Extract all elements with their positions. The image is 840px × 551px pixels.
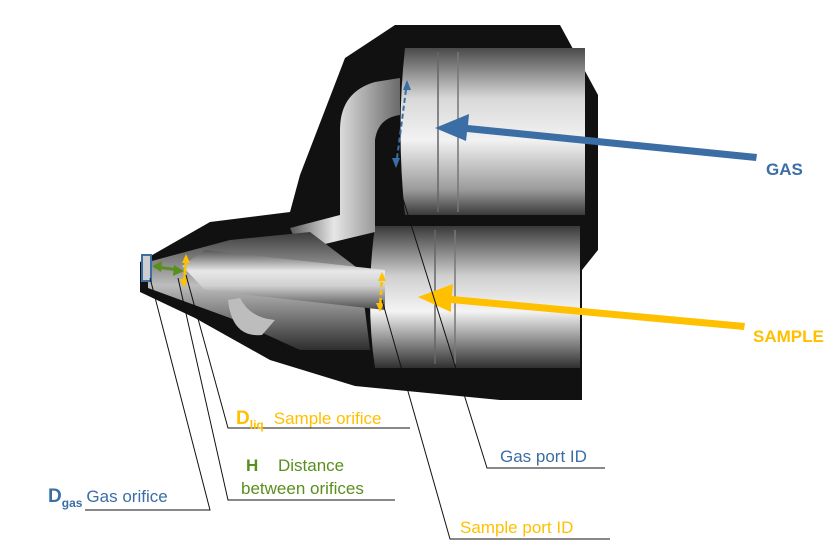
d-gas-subscript: gas [62,496,83,510]
gas-port-label: Gas port ID [500,447,587,466]
leader-lines [85,169,610,540]
d-liq-text: Sample orifice [274,409,382,428]
d-gas-text: Gas orifice [86,487,167,506]
sample-label: SAMPLE [753,327,824,346]
d-liq-label: Dliq Sample orifice [236,408,381,432]
d-gas-symbol: D [48,486,62,507]
d-liq-symbol: D [236,408,250,429]
d-liq-subscript: liq [250,418,264,432]
sample-needle [182,250,385,310]
sample-port-dimension [378,273,384,311]
gas-orifice-marker [141,254,152,282]
h-symbol: H [246,456,258,475]
gas-port-dimension [395,81,408,167]
sample-flow-arrow [418,284,745,330]
gas-flow-arrow [435,114,757,161]
gas-channel [290,78,400,250]
sample-chamber [370,226,580,368]
sample-port-label: Sample port ID [460,518,573,537]
gas-label: GAS [766,160,803,179]
h-text-line1: Distance [278,456,344,475]
h-text-line2: between orifices [241,479,364,498]
